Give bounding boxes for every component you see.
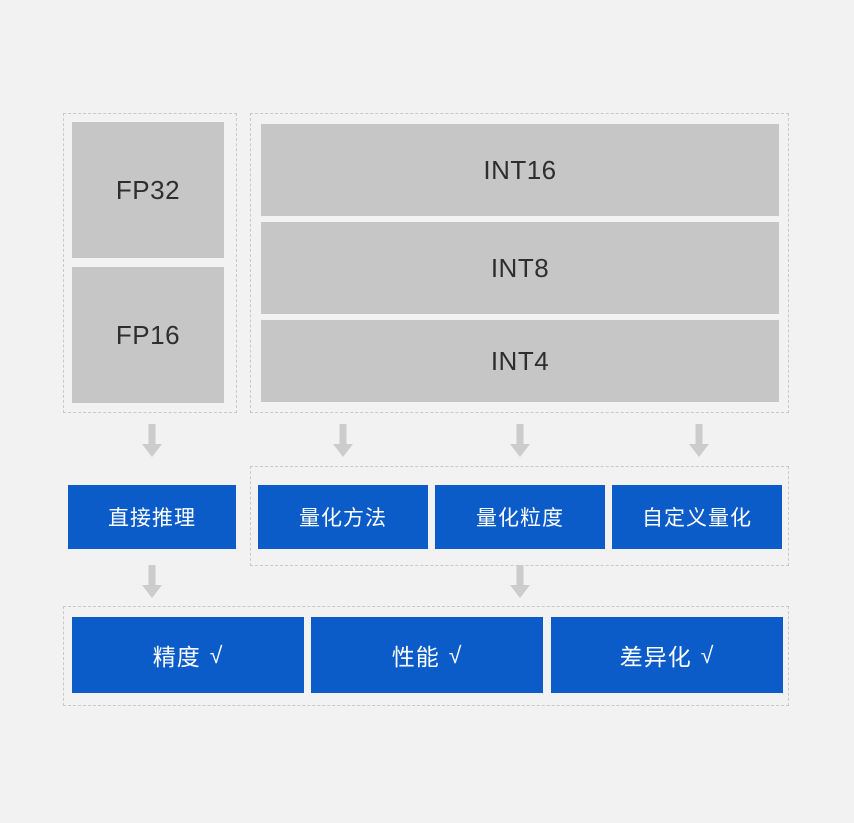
- precision-box-fp32[interactable]: FP32: [72, 122, 224, 258]
- arrow-down-icon: [509, 565, 531, 599]
- int-precision-group: [250, 113, 789, 413]
- outcome-box-differentiation[interactable]: 差异化 √: [551, 617, 783, 693]
- arrow-down-icon: [688, 424, 710, 458]
- outcome-box-performance[interactable]: 性能 √: [311, 617, 543, 693]
- method-box-direct-inference[interactable]: 直接推理: [68, 485, 236, 549]
- outcome-box-label: 精度: [152, 644, 201, 670]
- arrow-down-icon: [509, 424, 531, 458]
- precision-box-label: INT4: [490, 345, 550, 376]
- method-box-quant-method[interactable]: 量化方法: [258, 485, 428, 549]
- outcome-box-label: 差异化: [619, 644, 692, 670]
- precision-box-label: INT16: [483, 154, 557, 185]
- precision-box-int8[interactable]: INT8: [261, 222, 779, 314]
- precision-box-int4[interactable]: INT4: [261, 320, 779, 402]
- precision-box-label: FP32: [115, 174, 181, 205]
- method-box-label: 量化方法: [299, 507, 387, 530]
- precision-box-fp16[interactable]: FP16: [72, 267, 224, 403]
- method-box-label: 量化粒度: [476, 507, 564, 530]
- precision-box-label: INT8: [490, 252, 550, 283]
- method-box-label: 自定义量化: [642, 507, 752, 530]
- outcome-box-accuracy[interactable]: 精度 √: [72, 617, 304, 693]
- check-icon: √: [700, 641, 715, 668]
- method-box-label: 直接推理: [108, 507, 196, 530]
- check-icon: √: [448, 641, 463, 668]
- check-icon: √: [209, 641, 224, 668]
- precision-box-label: FP16: [115, 319, 181, 350]
- arrow-down-icon: [141, 565, 163, 599]
- arrow-down-icon: [332, 424, 354, 458]
- outcome-box-label: 性能: [391, 644, 440, 670]
- arrow-down-icon: [141, 424, 163, 458]
- precision-box-int16[interactable]: INT16: [261, 124, 779, 216]
- outcome-group: [63, 606, 789, 706]
- method-box-quant-granularity[interactable]: 量化粒度: [435, 485, 605, 549]
- float-precision-group: [63, 113, 237, 413]
- method-box-custom-quant[interactable]: 自定义量化: [612, 485, 782, 549]
